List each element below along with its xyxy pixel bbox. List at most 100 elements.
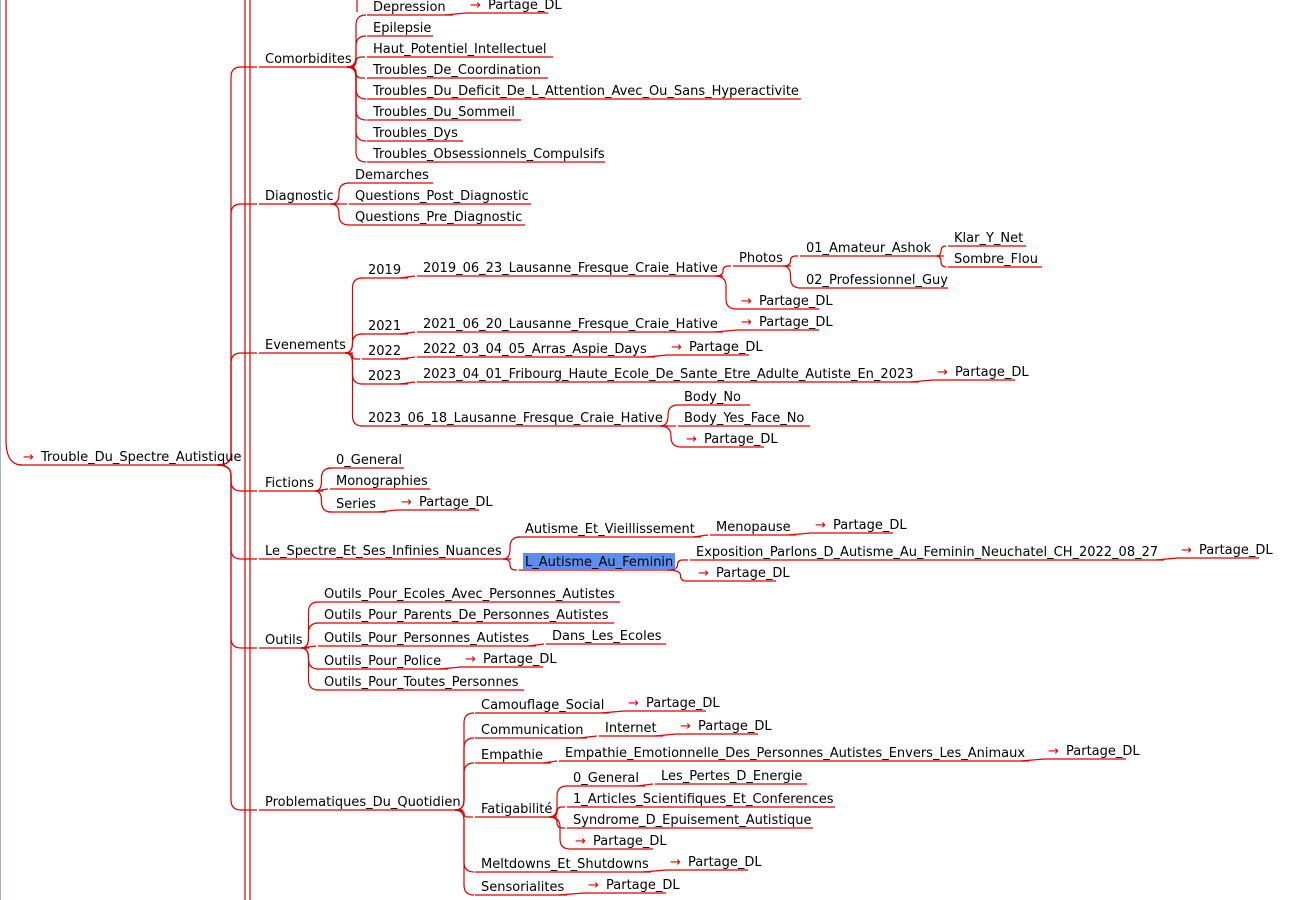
node-melt-p[interactable]: →Partage_DL [666,855,762,871]
node-y2022[interactable]: 2022 [362,344,408,360]
node-label-partage: Partage_DL [759,315,833,330]
node-fat-p[interactable]: →Partage_DL [571,834,667,850]
node-e2021[interactable]: 2021_06_20_Lausanne_Fresque_Craie_Hative [417,317,723,333]
node-problematiques[interactable]: Problematiques_Du_Quotidien [259,795,463,811]
node-e2022-p[interactable]: →Partage_DL [667,340,763,356]
node-o-ecoles[interactable]: Outils_Pour_Ecoles_Avec_Personnes_Autist… [318,587,620,603]
node-coord[interactable]: Troubles_De_Coordination [367,63,548,79]
node-label-partage: Partage_DL [646,696,720,711]
node-vieil[interactable]: Autisme_Et_Vieillissement [519,522,701,538]
node-o-pers[interactable]: Outils_Pour_Personnes_Autistes [318,631,536,647]
node-depression[interactable]: Depression [367,0,453,16]
node-sombre[interactable]: Sombre_Flou [948,252,1042,268]
edge-photos-to-pro [782,265,801,289]
node-label-dys: Troubles_Dys [372,126,458,141]
node-tdah[interactable]: Troubles_Du_Deficit_De_L_Attention_Avec_… [367,84,801,100]
node-o-parents[interactable]: Outils_Pour_Parents_De_Personnes_Autiste… [318,608,614,624]
node-syndrome[interactable]: Syndrome_D_Epuisement_Autistique [567,813,813,829]
node-series-p[interactable]: →Partage_DL [397,495,493,511]
node-epilepsie[interactable]: Epilepsie [367,21,433,37]
node-o-toutes[interactable]: Outils_Pour_Toutes_Personnes [318,675,524,691]
node-e2021-p[interactable]: →Partage_DL [737,315,833,331]
node-sommeil[interactable]: Troubles_Du_Sommeil [367,105,521,121]
node-empathie[interactable]: Empathie [475,748,551,764]
node-dys[interactable]: Troubles_Dys [367,126,463,142]
node-label-camouflage: Camouflage_Social [481,698,604,713]
node-articles[interactable]: 1_Articles_Scientifiques_Et_Conferences [567,792,835,808]
node-label-partage: Partage_DL [704,432,778,447]
edge-outils-to-o-parents [300,622,319,649]
node-klar[interactable]: Klar_Y_Net [948,231,1026,247]
node-series[interactable]: Series [330,497,386,513]
node-demarches[interactable]: Demarches [349,168,433,184]
node-sensorialites[interactable]: Sensorialites [475,880,567,896]
node-photos[interactable]: Photos [733,251,791,267]
node-monographies[interactable]: Monographies [330,474,430,490]
node-o-police[interactable]: Outils_Pour_Police [318,654,448,670]
node-label-empathie: Empathie [481,748,543,763]
node-e2019[interactable]: 2019_06_23_Lausanne_Fresque_Craie_Hative [417,261,723,277]
node-hpi[interactable]: Haut_Potentiel_Intellectuel [367,42,553,58]
node-emp-p[interactable]: →Partage_DL [1044,744,1140,760]
node-y2023[interactable]: 2023 [362,369,408,385]
node-body-yes[interactable]: Body_Yes_Face_No [678,411,810,427]
node-label-feminin: L_Autisme_Au_Feminin [525,555,673,570]
node-police-p[interactable]: →Partage_DL [461,652,557,668]
node-label-root: Trouble_Du_Spectre_Autistique [40,450,242,465]
node-q-post[interactable]: Questions_Post_Diagnostic [349,189,531,205]
node-pertes[interactable]: Les_Pertes_D_Energie [655,769,807,785]
node-q-pre[interactable]: Questions_Pre_Diagnostic [349,210,525,226]
node-meltdowns[interactable]: Meltdowns_Et_Shutdowns [475,857,651,873]
node-fem-p[interactable]: →Partage_DL [694,566,790,582]
node-label-dans-ecoles: Dans_Les_Ecoles [552,629,662,644]
node-e2019-p[interactable]: →Partage_DL [737,294,833,310]
node-empathie-emo[interactable]: Empathie_Emotionnelle_Des_Personnes_Auti… [559,746,1029,762]
node-e2023b-p[interactable]: →Partage_DL [682,432,778,448]
node-label-partage: Partage_DL [689,340,763,355]
node-fictions[interactable]: Fictions [259,476,323,492]
node-spectre[interactable]: Le_Spectre_Et_Ses_Infinies_Nuances [259,544,511,560]
node-dans-ecoles[interactable]: Dans_Les_Ecoles [546,629,666,645]
node-y2019[interactable]: 2019 [362,263,408,279]
node-diagnostic[interactable]: Diagnostic [259,189,339,205]
node-root[interactable]: →Trouble_Du_Spectre_Autistique [19,450,242,466]
node-expo[interactable]: Exposition_Parlons_D_Autisme_Au_Feminin_… [690,545,1164,561]
node-body-no[interactable]: Body_No [678,390,750,406]
node-camo-p[interactable]: →Partage_DL [624,696,720,712]
node-label-hpi: Haut_Potentiel_Intellectuel [373,42,547,57]
node-pro[interactable]: 02_Professionnel_Guy [800,273,948,289]
node-communication[interactable]: Communication [475,723,587,739]
node-label-partage: Partage_DL [688,855,762,870]
node-amateur[interactable]: 01_Amateur_Ashok [800,241,944,257]
node-meno-p[interactable]: →Partage_DL [811,518,907,534]
node-label-toc: Troubles_Obsessionnels_Compulsifs [372,147,605,162]
node-e2022[interactable]: 2022_03_04_05_Arras_Aspie_Days [417,342,655,358]
node-menopause[interactable]: Menopause [710,520,796,536]
link-arrow-icon: → [1181,543,1192,558]
node-evenements[interactable]: Evenements [259,338,353,354]
node-e2023a-p[interactable]: →Partage_DL [933,365,1029,381]
edge-root-to-evenements [216,352,257,466]
edge-fictions-to-general0 [314,467,332,492]
node-fatigabilite[interactable]: Fatigabilité [475,802,557,818]
node-comorbidites[interactable]: Comorbidites [259,52,355,68]
node-camouflage[interactable]: Camouflage_Social [475,698,609,714]
node-label-pro: 02_Professionnel_Guy [806,273,948,288]
node-toc[interactable]: Troubles_Obsessionnels_Compulsifs [367,147,605,163]
node-internet[interactable]: Internet [599,721,663,737]
node-y2021[interactable]: 2021 [362,319,408,335]
node-expo-p[interactable]: →Partage_DL [1177,543,1273,559]
node-dep-p[interactable]: →Partage_DL [466,0,562,14]
node-inter-p[interactable]: →Partage_DL [676,719,772,735]
node-label-q-pre: Questions_Pre_Diagnostic [355,210,522,225]
node-feminin[interactable]: L_Autisme_Au_Feminin [519,553,675,571]
node-fat-general[interactable]: 0_General [567,771,645,787]
edge-root-to-diagnostic [216,203,257,466]
node-outils[interactable]: Outils [259,633,309,649]
node-e2023b[interactable]: 2023_06_18_Lausanne_Fresque_Craie_Hative [362,411,668,427]
node-sens-p[interactable]: →Partage_DL [584,878,680,894]
node-label-partage: Partage_DL [593,834,667,849]
node-e2023a[interactable]: 2023_04_01_Fribourg_Haute_Ecole_De_Sante… [417,367,919,383]
node-general0[interactable]: 0_General [330,453,404,469]
